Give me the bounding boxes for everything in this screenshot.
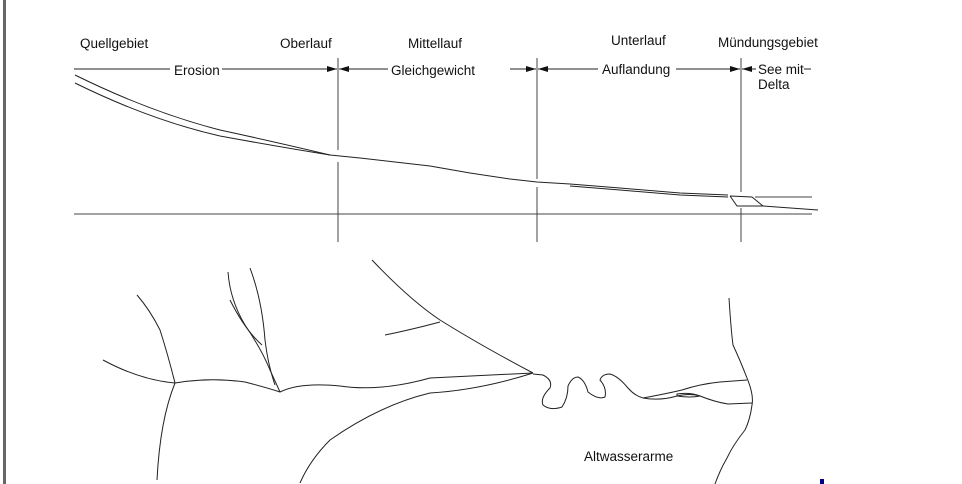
zone-label-unterlauf: Unterlauf [611,33,666,48]
longitudinal-profile [74,74,819,211]
oxbow-label: Altwasserarme [584,449,673,464]
process-label-auflandung: Auflandung [602,62,670,77]
zone-label-mittellauf: Mittellauf [408,36,462,51]
window-left-border [3,0,6,484]
river-network-plan-view [102,259,753,484]
process-label-see-mit: See mit [758,62,804,77]
zone-label-oberlauf: Oberlauf [280,36,332,51]
process-label-gleichgewicht: Gleichgewicht [391,63,475,78]
process-label-delta: Delta [758,77,790,92]
process-label-erosion: Erosion [174,63,220,78]
corner-marker-icon [820,479,824,484]
zone-label-quellgebiet: Quellgebiet [80,36,149,51]
zone-label-muendungsgebiet: Mündungsgebiet [718,35,818,50]
